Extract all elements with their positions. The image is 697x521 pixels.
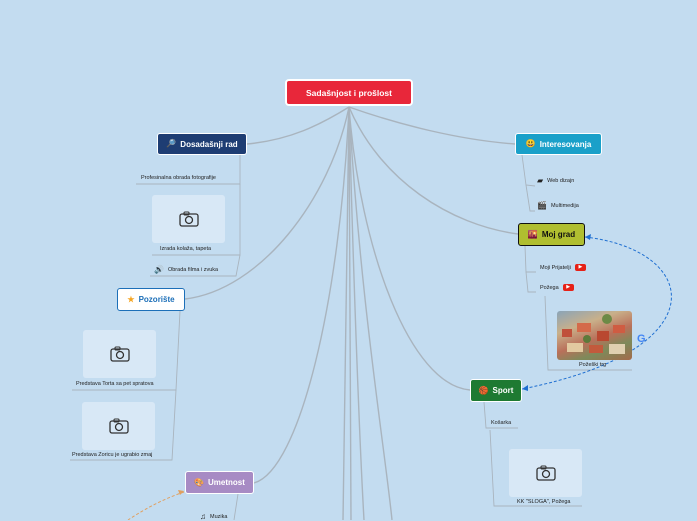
branch-moj-grad[interactable]: 🌇 Moj grad <box>518 223 585 246</box>
branch-label: Dosadašnji rad <box>180 139 238 149</box>
music-note-icon: ♫ <box>200 512 206 521</box>
photo-placeholder[interactable] <box>152 195 225 243</box>
branch-label: Sport <box>492 386 514 395</box>
branch-sport[interactable]: 🏀 Sport <box>470 379 522 402</box>
city-icon: 🌇 <box>527 229 538 239</box>
relation-umetnost <box>127 491 185 520</box>
speaker-icon: 🔊 <box>154 265 164 274</box>
connector-dosadasnji <box>246 106 350 145</box>
film-clapper-icon: 🎬 <box>537 201 547 210</box>
youtube-icon[interactable]: ▶ <box>574 264 586 271</box>
town-photo-icon <box>562 314 625 354</box>
leaf-predstava-zoricu[interactable]: Predstava Zoricu je ugrabio zmaj <box>72 452 153 458</box>
connector-pozoriste <box>184 106 350 300</box>
branch-label: Pozorište <box>138 295 175 304</box>
leaf-predstava-torta[interactable]: Predstava Torta sa pet spratova <box>76 381 154 387</box>
pozeski-trg-photo[interactable] <box>557 311 632 360</box>
leaf-kk-sloga[interactable]: KK "SLOGA", Požega <box>517 499 571 505</box>
branch-interesovanja[interactable]: 😃 Interesovanja <box>515 133 602 155</box>
magnifier-icon: 🔎 <box>166 139 177 148</box>
branch-umetnost[interactable]: 🎨 Umetnost <box>185 471 254 494</box>
google-icon[interactable]: G <box>637 333 646 345</box>
branch-dosadasnji-rad[interactable]: 🔎 Dosadašnji rad <box>157 133 247 155</box>
leaf-pozega[interactable]: Požega ▶ <box>540 284 574 291</box>
branch-label: Moj grad <box>541 230 576 239</box>
leaf-obrada-filma[interactable]: 🔊 Obrada filma i zvuka <box>154 265 219 274</box>
smiley-icon: 😃 <box>525 139 536 148</box>
branch-pozoriste[interactable]: ★ Pozorište <box>117 288 185 311</box>
branch-label: Interesovanja <box>539 139 592 149</box>
photo-placeholder[interactable] <box>83 330 156 378</box>
youtube-icon[interactable]: ▶ <box>562 284 574 291</box>
camera-icon <box>109 346 130 362</box>
connector-mojgrad <box>348 106 519 235</box>
photo-placeholder[interactable] <box>509 449 582 497</box>
connector-umetnost <box>253 106 350 484</box>
connector-down-4 <box>348 106 393 520</box>
branch-label: Umetnost <box>208 478 245 487</box>
star-icon: ★ <box>127 294 135 304</box>
leaf-profesionalna[interactable]: Profesinalna obrada fotografije <box>141 175 216 181</box>
leaf-pozeski-trg[interactable]: Požeški trg <box>579 362 607 368</box>
leaf-moji-prijatelji[interactable]: Moji Prijatelji ▶ <box>540 264 586 271</box>
palette-icon: 🎨 <box>194 477 205 487</box>
connector-interesovanja <box>348 106 516 145</box>
relation-mojgrad-sport <box>521 236 672 390</box>
connector-down-1 <box>342 106 350 520</box>
leaf-izrada-kolaza[interactable]: Izrada kolaža, tapeta <box>160 246 212 252</box>
photo-placeholder[interactable] <box>82 402 155 450</box>
leaf-muzika[interactable]: ♫ Muzika <box>200 512 228 521</box>
central-title: Sadašnjost i prošlost <box>306 87 392 98</box>
leaf-web-dizajn[interactable]: ▰ Web dizajn <box>537 176 575 185</box>
camera-icon <box>108 418 129 434</box>
basketball-icon: 🏀 <box>478 385 489 395</box>
camera-icon <box>535 465 556 481</box>
connector-down-2 <box>348 106 352 520</box>
camera-icon <box>178 211 199 227</box>
leaf-multimedija[interactable]: 🎬 Multimedija <box>537 201 579 210</box>
leaf-kosarka[interactable]: Košarka <box>491 420 512 426</box>
central-node[interactable]: Sadašnjost i prošlost <box>285 79 413 106</box>
connector-sport <box>348 106 471 391</box>
connector-down-3 <box>348 106 365 520</box>
monitor-icon: ▰ <box>537 176 544 185</box>
